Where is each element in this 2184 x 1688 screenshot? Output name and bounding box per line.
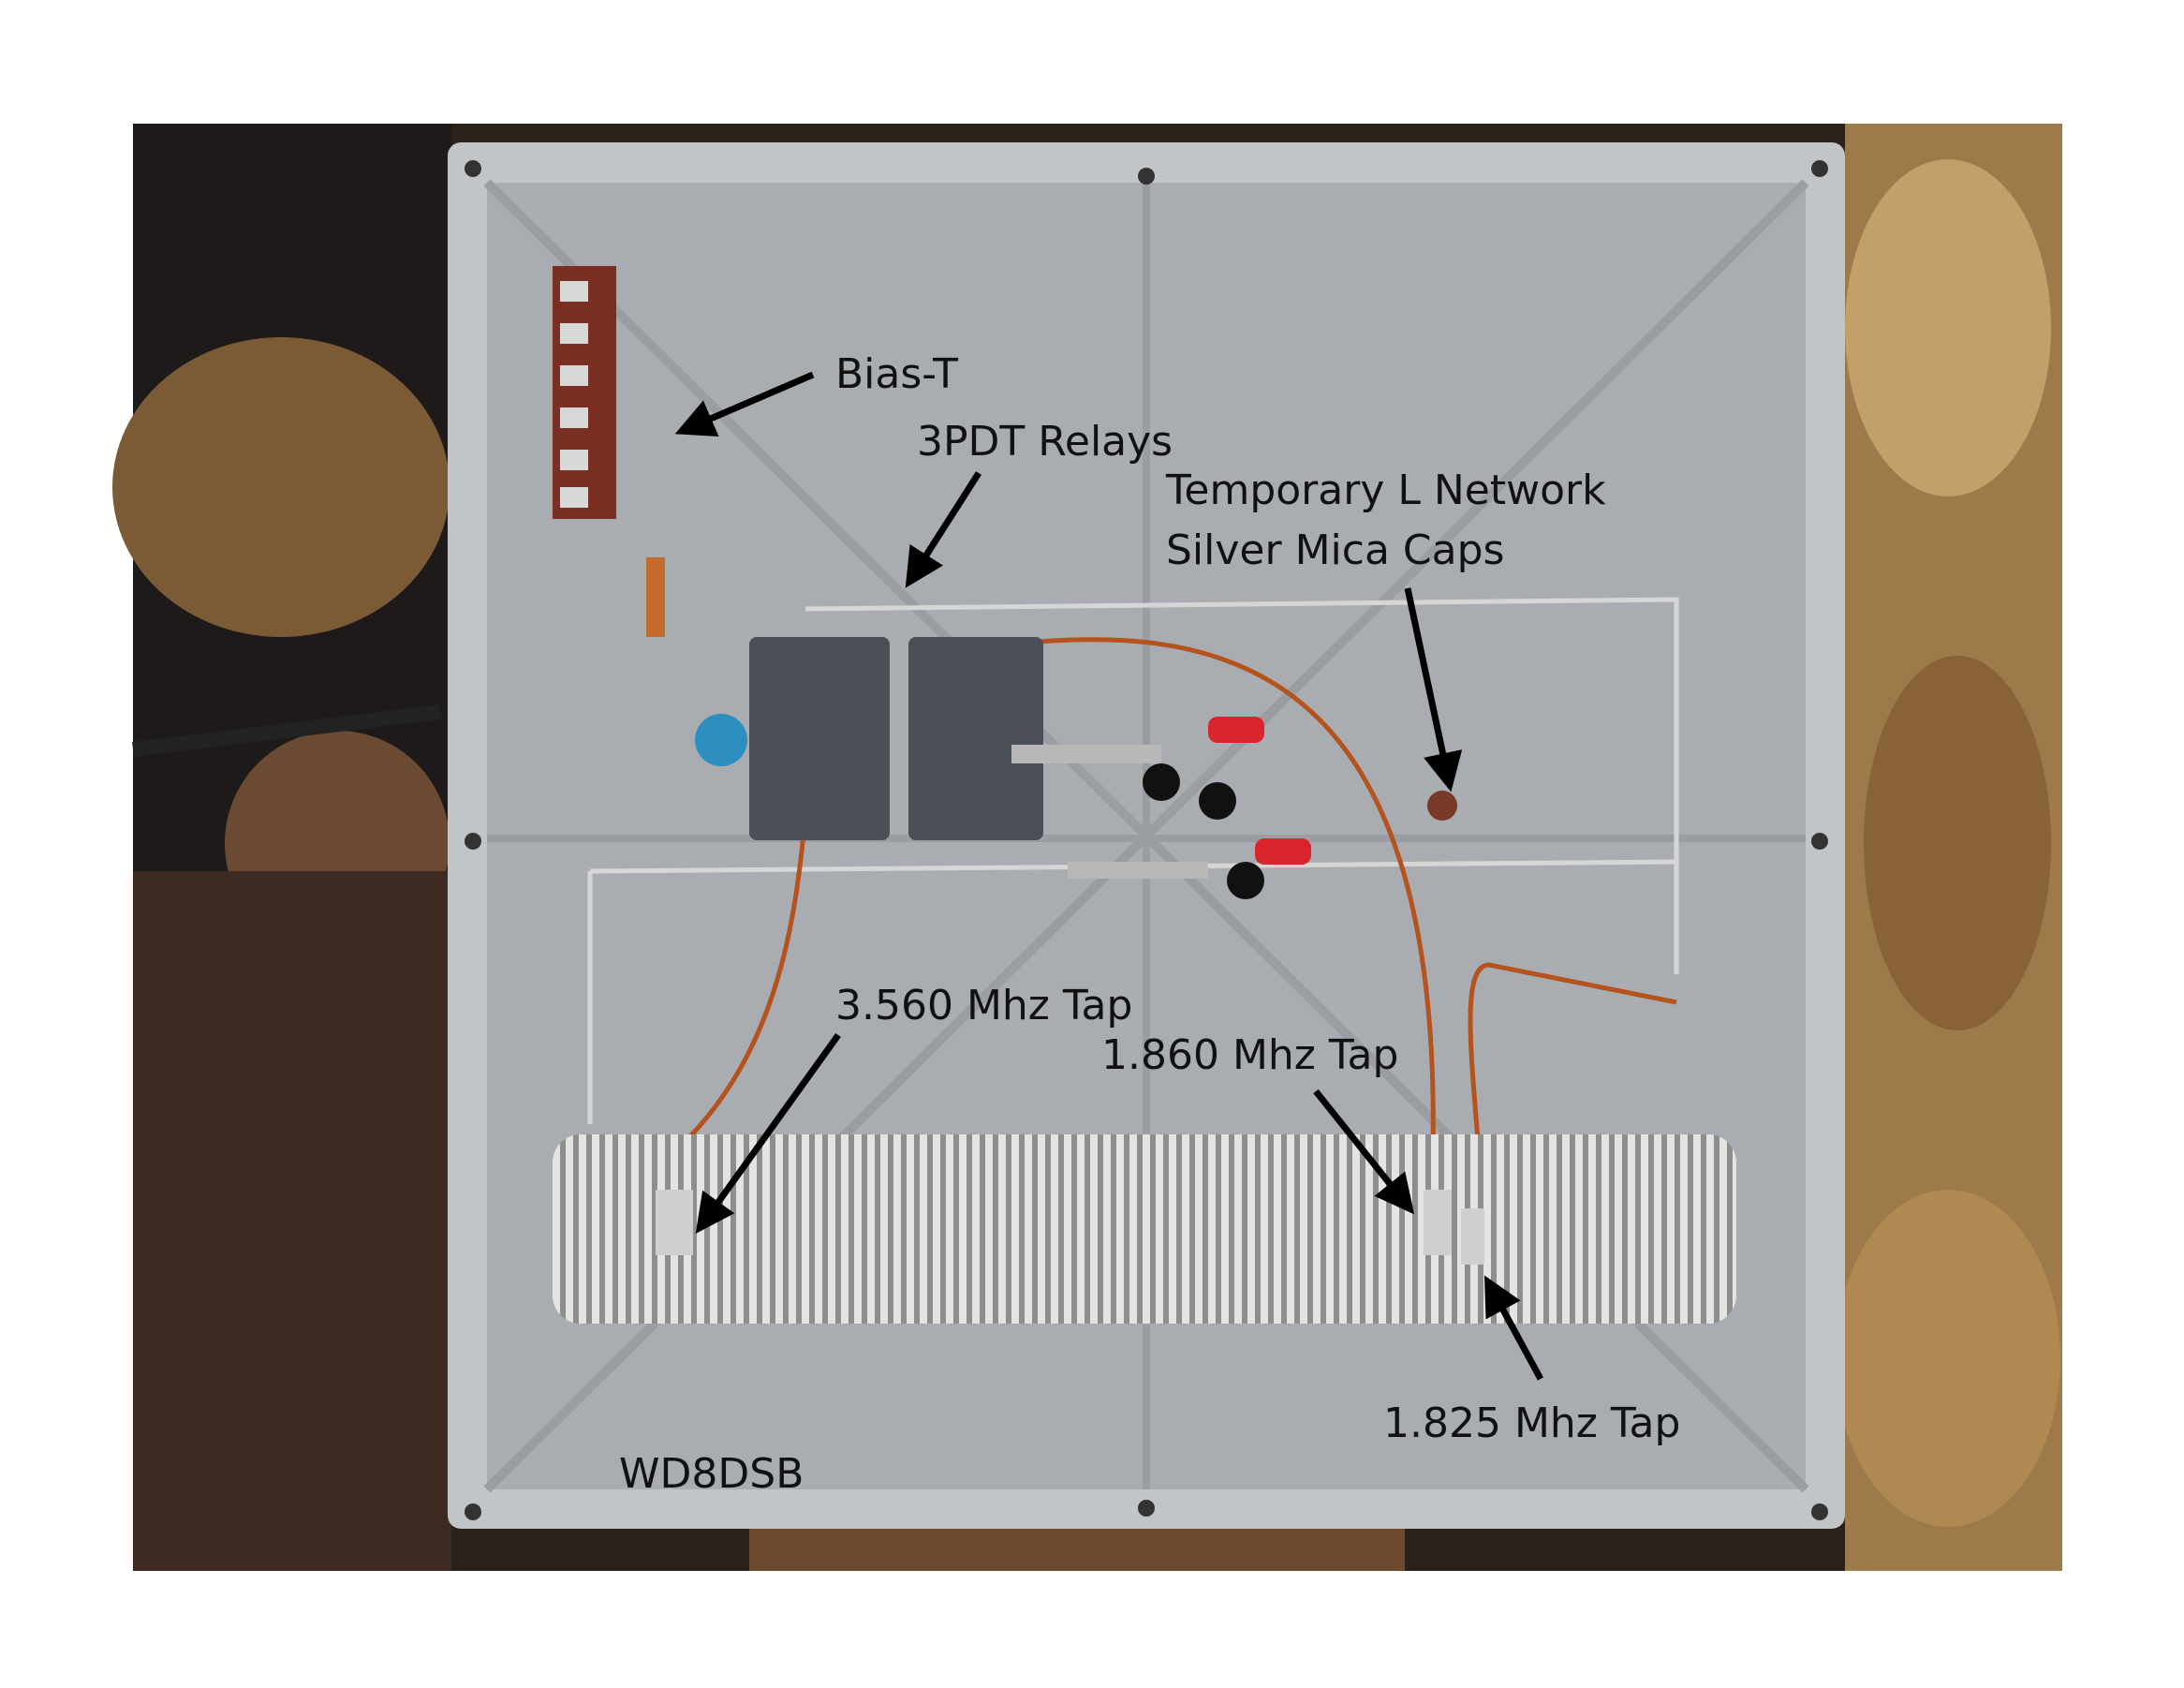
label-callsign: WD8DSB [619, 1450, 804, 1498]
tapped-coil [553, 1134, 1736, 1324]
rf-choke [646, 557, 665, 637]
label-relays: 3PDT Relays [917, 418, 1173, 466]
bias-t-terminal-strip [553, 266, 747, 766]
arrow-bias-t [674, 371, 815, 437]
label-bias-t: Bias-T [835, 350, 958, 398]
arrow-3560-tap [695, 1032, 841, 1235]
annotation-arrows [674, 371, 1544, 1381]
label-mica-caps: Silver Mica Caps [1166, 526, 1504, 574]
label-l-network: Temporary L Network [1165, 466, 1606, 514]
leaf [112, 337, 450, 637]
arrow-1825-tap [1483, 1275, 1544, 1381]
wood-deck [133, 871, 451, 1571]
toroid [695, 714, 747, 766]
label-1860-tap: 1.860 Mhz Tap [1101, 1031, 1398, 1079]
3pdt-relays [749, 637, 1043, 840]
arrow-mica-caps [1404, 587, 1463, 792]
silver-mica-cap [1427, 791, 1457, 821]
arrow-1860-tap [1313, 1088, 1415, 1215]
l-network-components [1011, 717, 1457, 899]
arrow-relays [905, 471, 981, 588]
label-1825-tap: 1.825 Mhz Tap [1383, 1399, 1680, 1447]
label-3560-tap: 3.560 Mhz Tap [835, 982, 1132, 1029]
